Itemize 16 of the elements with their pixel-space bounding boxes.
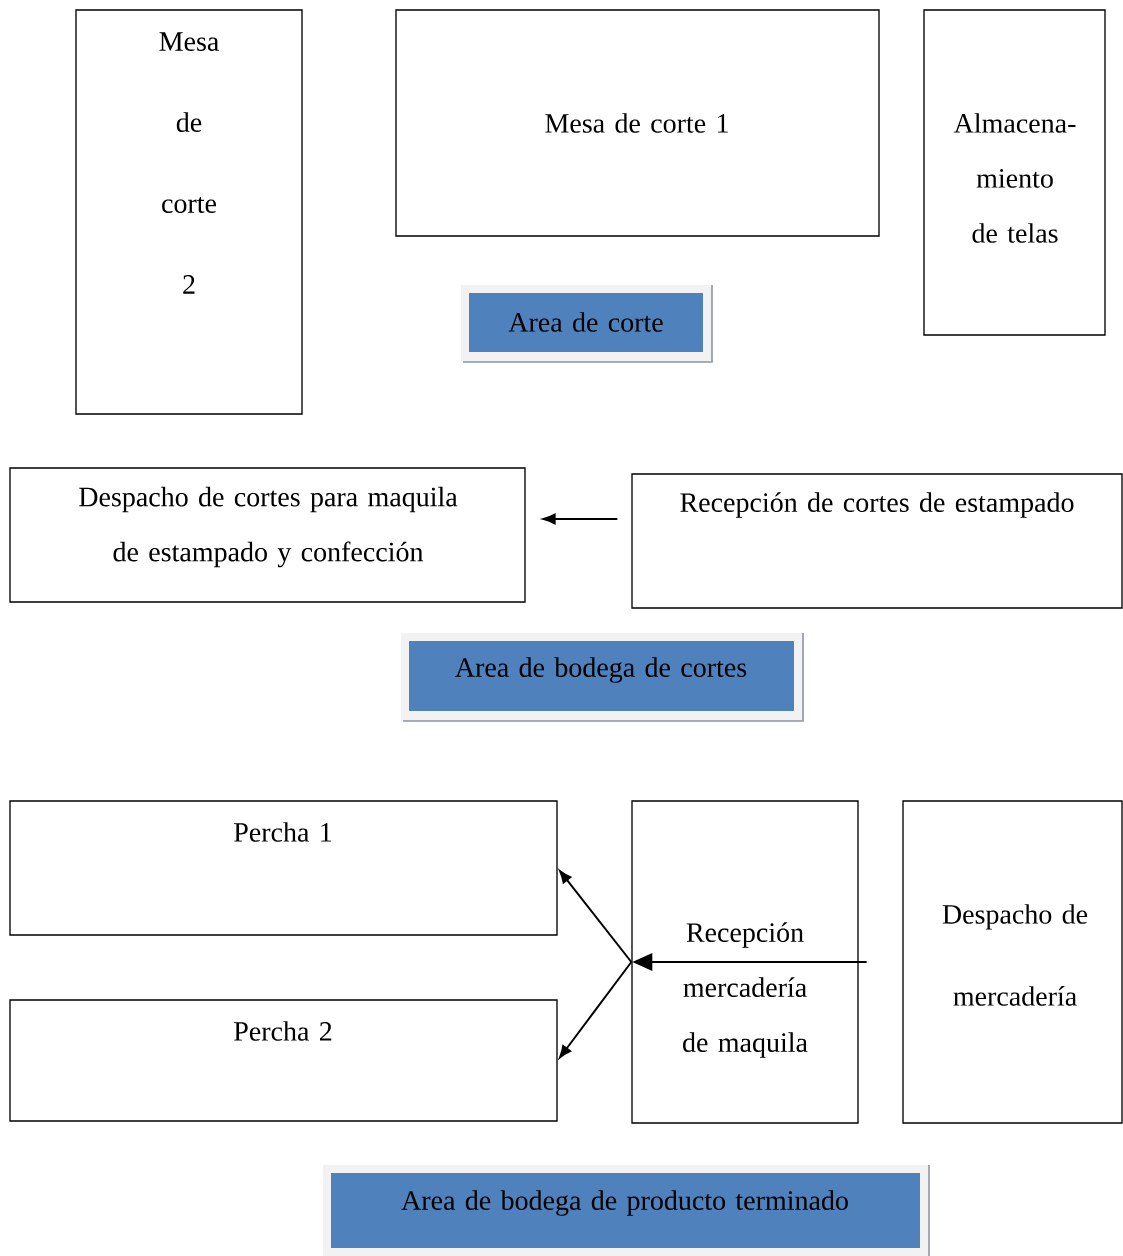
- area-box: Percha 1: [9, 800, 558, 936]
- area-box: Recepción mercadería de maquila: [631, 800, 859, 1124]
- area-box: Mesa de corte 2: [75, 9, 303, 415]
- arrow: [559, 961, 633, 1059]
- arrow: [632, 953, 868, 971]
- title-band: Area de bodega de cortes: [401, 632, 804, 722]
- area-box: Almacena- miento de telas: [923, 9, 1106, 336]
- area-box: Recepción de cortes de estampado: [631, 473, 1123, 609]
- area-box: Despacho de cortes para maquila de estampado y confección: [9, 467, 526, 603]
- title-band: Area de bodega de producto terminado: [323, 1164, 930, 1256]
- area-box: Mesa de corte 1: [395, 9, 880, 237]
- arrow: [559, 870, 633, 963]
- title-band: Area de corte: [461, 284, 713, 363]
- arrow: [542, 513, 619, 525]
- area-box: Despacho de mercadería: [902, 800, 1123, 1124]
- area-box: Percha 2: [9, 999, 558, 1122]
